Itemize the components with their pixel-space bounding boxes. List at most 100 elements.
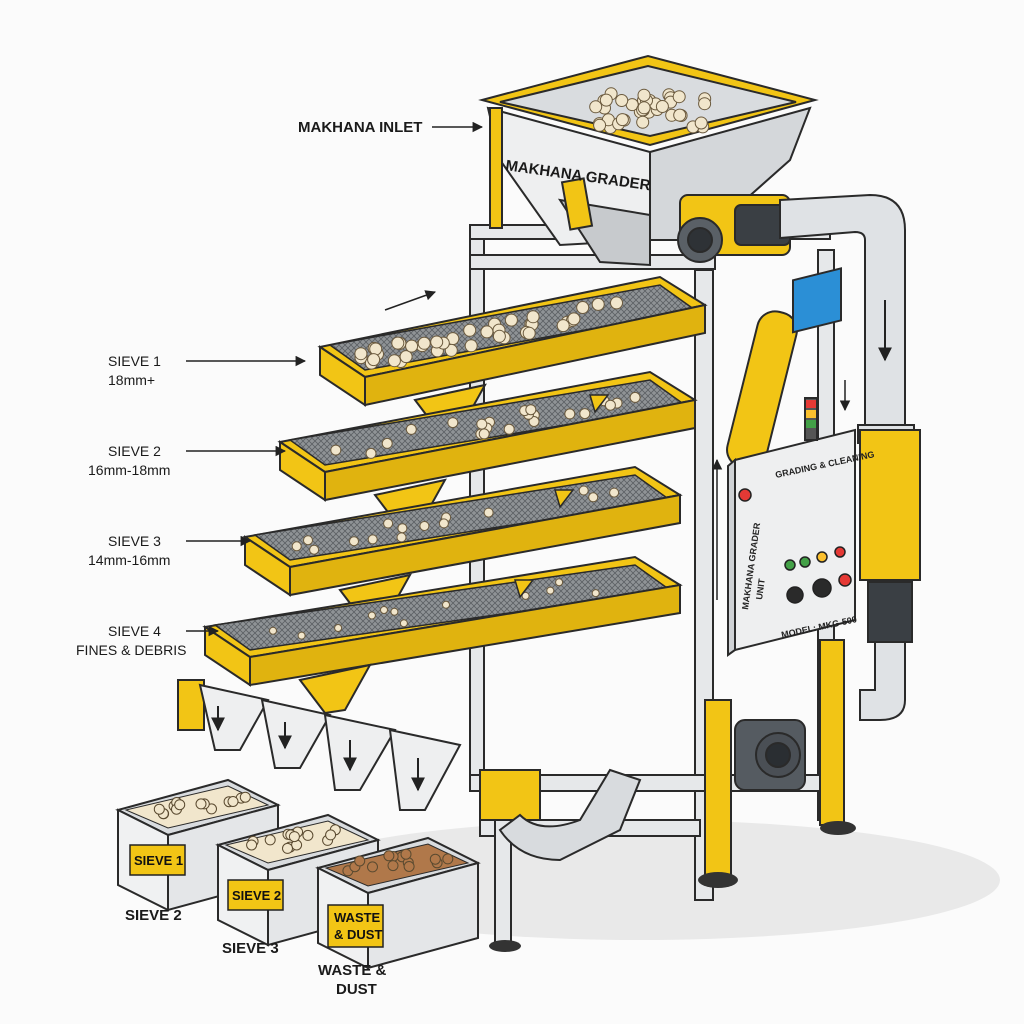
makhana-seed	[297, 631, 306, 640]
bin3-caption-line1: WASTE &	[318, 962, 387, 979]
makhana-seed	[383, 518, 394, 529]
makhana-seed	[369, 342, 383, 356]
makhana-seed	[673, 108, 687, 122]
makhana-seed	[291, 541, 302, 552]
sieve1-size: 18mm+	[108, 372, 155, 388]
bin1-plate: SIEVE 1	[134, 853, 183, 868]
makhana-seed	[576, 301, 590, 314]
makhana-seed	[636, 115, 650, 129]
bin3-plate-line2: & DUST	[334, 927, 382, 942]
foot	[820, 821, 856, 835]
vibration-motor-top	[677, 194, 791, 263]
makhana-seed	[174, 799, 186, 811]
sieve-tray-4	[202, 555, 683, 715]
bin1-caption: SIEVE 2	[125, 907, 182, 924]
sieve2-label: SIEVE 2	[108, 443, 161, 459]
sieve-stack	[202, 275, 708, 715]
flow-arrow-icon	[553, 489, 575, 509]
makhana-seed	[672, 90, 686, 104]
makhana-seed	[325, 829, 337, 841]
sieve2-size: 16mm-18mm	[88, 462, 170, 478]
collector-duct	[498, 768, 642, 862]
makhana-seed	[349, 536, 359, 547]
makhana-seed	[480, 325, 494, 339]
makhana-seed	[396, 532, 407, 543]
makhana-seed	[397, 523, 408, 534]
sieve1-label: SIEVE 1	[108, 353, 161, 369]
makhana-seed	[282, 842, 293, 854]
makhana-seed	[599, 93, 613, 107]
feed-arrow	[384, 290, 436, 311]
makhana-seed	[390, 607, 399, 616]
makhana-seed	[588, 492, 599, 503]
makhana-seed	[637, 88, 651, 102]
makhana-seed	[367, 353, 381, 367]
makhana-seed	[227, 796, 239, 807]
makhana-seed	[567, 312, 581, 326]
chute-arrows	[211, 706, 425, 792]
makhana-seed	[615, 94, 629, 107]
makhana-seed	[615, 113, 629, 127]
makhana-seed	[528, 416, 540, 427]
makhana-seed	[380, 606, 388, 614]
makhana-seed	[555, 578, 564, 587]
makhana-seed	[239, 791, 251, 803]
side-drive	[726, 310, 921, 643]
makhana-seed	[405, 339, 419, 353]
makhana-seed	[367, 534, 378, 545]
makhana-seed	[637, 101, 651, 115]
makhana-seed	[579, 408, 591, 420]
makhana-seed	[354, 855, 366, 867]
makhana-seed	[400, 848, 412, 860]
makhana-seed	[264, 834, 276, 846]
makhana-seed	[269, 626, 277, 635]
makhana-seed	[442, 600, 450, 609]
makhana-seed	[399, 350, 413, 364]
makhana-seed	[478, 428, 490, 440]
sieve4-size: FINES & DEBRIS	[76, 642, 186, 658]
tray-side	[364, 303, 706, 407]
makhana-seed	[521, 591, 530, 600]
makhana-seed	[153, 803, 165, 815]
makhana-seed	[391, 336, 405, 350]
bin2-plate-bg	[227, 879, 284, 911]
makhana-seed	[655, 100, 669, 113]
makhana-seed	[591, 297, 605, 311]
makhana-seed	[309, 544, 320, 555]
makhana-seed	[447, 417, 459, 429]
makhana-seed	[564, 408, 576, 420]
sieve-tray-2	[277, 370, 698, 530]
makhana-seed	[526, 310, 540, 324]
foot	[698, 872, 738, 888]
makhana-seed	[381, 437, 393, 449]
makhana-seed	[302, 829, 314, 841]
makhana-seed	[195, 798, 207, 810]
tray-side	[324, 398, 696, 502]
makhana-seed	[698, 97, 712, 111]
hmi-screen	[792, 267, 842, 334]
panel-buttons	[738, 488, 852, 604]
makhana-seed	[387, 860, 399, 872]
makhana-seed	[476, 418, 488, 430]
sieve3-label: SIEVE 3	[108, 533, 161, 549]
makhana-seed	[430, 335, 444, 349]
sieve3-size: 14mm-16mm	[88, 552, 170, 568]
makhana-seed	[403, 861, 415, 872]
outlet-chutes	[198, 683, 462, 811]
bin2-caption: SIEVE 3	[222, 940, 279, 957]
yellow-legs	[177, 639, 845, 876]
makhana-seed	[334, 624, 343, 632]
makhana-seed	[387, 354, 401, 368]
makhana-seed	[629, 391, 641, 403]
makhana-seed	[354, 347, 368, 361]
makhana-seed	[417, 336, 431, 350]
bin2-plate: SIEVE 2	[232, 888, 281, 903]
hopper-makhana	[589, 87, 712, 134]
bin1-plate-bg	[129, 844, 186, 876]
makhana-seed	[589, 100, 603, 114]
makhana-seed	[246, 839, 258, 851]
makhana-seed	[593, 118, 607, 132]
tray-side	[289, 493, 681, 597]
bin3-caption-line2: DUST	[336, 981, 377, 998]
